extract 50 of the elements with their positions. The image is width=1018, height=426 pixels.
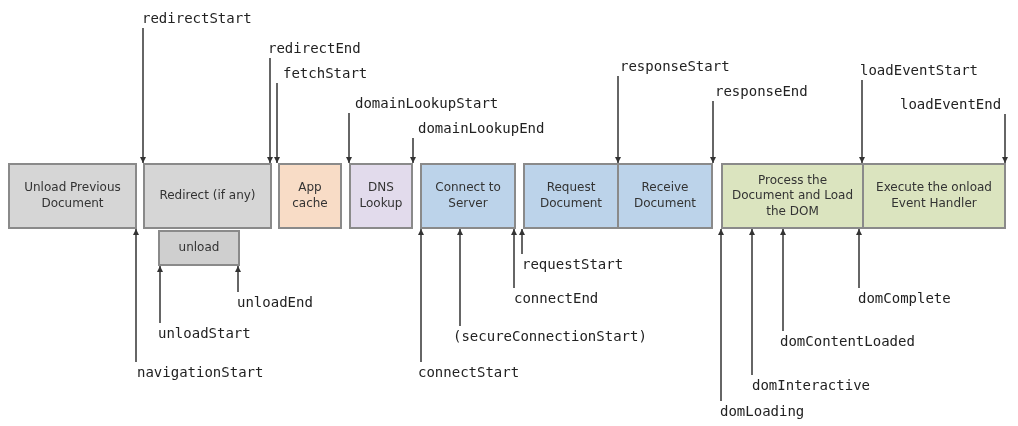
phase-box: App cache (278, 163, 342, 229)
leader-arrow (140, 27, 146, 164)
leader-arrow (749, 228, 755, 376)
event-label: responseStart (620, 57, 730, 75)
leader-arrow (519, 228, 525, 255)
event-label: unloadStart (158, 324, 251, 342)
leader-arrow (615, 75, 621, 164)
leader-arrow (859, 79, 865, 164)
phase-box: Redirect (if any) (143, 163, 272, 229)
event-label: loadEventStart (860, 61, 978, 79)
leader-arrow (710, 100, 716, 164)
event-label: connectStart (418, 363, 520, 381)
event-label: domContentLoaded (780, 332, 915, 350)
leader-arrow (235, 265, 241, 293)
leader-arrow (511, 228, 517, 289)
event-label: domInteractive (752, 376, 870, 394)
event-label: domainLookupStart (355, 94, 499, 112)
leader-arrow (780, 228, 786, 332)
event-label: unloadEnd (237, 293, 313, 311)
phase-box: Receive Document (617, 163, 713, 229)
event-label: redirectEnd (268, 39, 361, 57)
leader-arrow (1002, 113, 1008, 164)
phase-box: Request Document (523, 163, 619, 229)
event-label: domComplete (858, 289, 951, 307)
event-label: connectEnd (514, 289, 599, 307)
leader-arrow (133, 228, 139, 363)
phase-box: unload (158, 230, 240, 266)
leader-arrow (457, 228, 463, 327)
event-label: loadEventEnd (900, 95, 1002, 113)
event-label: fetchStart (283, 64, 368, 82)
event-label: (secureConnectionStart) (453, 327, 647, 345)
event-label: domainLookupEnd (418, 119, 545, 137)
leader-arrow (157, 265, 163, 324)
phase-box: Unload Previous Document (8, 163, 137, 229)
event-label: navigationStart (137, 363, 264, 381)
leader-arrow (274, 82, 280, 164)
leader-arrow (346, 112, 352, 164)
event-label: requestStart (522, 255, 624, 273)
phase-box: Process the Document and Load the DOM (721, 163, 864, 229)
phase-box: DNS Lookup (349, 163, 413, 229)
leader-arrow (267, 57, 273, 164)
event-label: responseEnd (715, 82, 808, 100)
leader-arrow (418, 228, 424, 363)
event-label: domLoading (720, 402, 805, 420)
phase-box: Execute the onload Event Handler (862, 163, 1006, 229)
event-label: redirectStart (142, 9, 252, 27)
leader-arrow (410, 137, 416, 164)
phase-box: Connect to Server (420, 163, 516, 229)
leader-arrow (856, 228, 862, 289)
leader-arrow (718, 228, 724, 402)
